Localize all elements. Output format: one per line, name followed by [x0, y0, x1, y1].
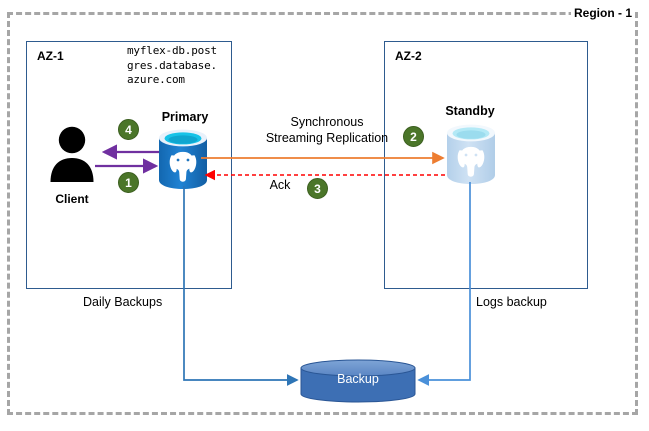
- step-badge-1: 1: [118, 172, 139, 193]
- step-badge-3: 3: [307, 178, 328, 199]
- logs-backup-label: Logs backup: [476, 295, 547, 309]
- client-user-icon: [49, 126, 95, 182]
- client-label: Client: [55, 192, 89, 206]
- backup-storage-icon: [300, 359, 416, 403]
- standby-postgres-database-icon: [444, 123, 498, 185]
- primary-node-title: Primary: [161, 110, 209, 124]
- step-badge-2: 2: [403, 126, 424, 147]
- primary-postgres-database-icon: [156, 128, 210, 190]
- availability-zone-2-label: AZ-2: [395, 49, 422, 63]
- replication-label-line2: Streaming Replication: [265, 131, 389, 145]
- availability-zone-2-box: AZ-2: [384, 41, 588, 289]
- replication-label: Synchronous Streaming Replication: [238, 114, 416, 146]
- database-endpoint-dns: myflex-db.postgres.database.azure.com: [127, 44, 217, 86]
- replication-label-line1: Synchronous: [290, 115, 364, 129]
- availability-zone-1-box: AZ-1: [26, 41, 232, 289]
- step-badge-4: 4: [118, 119, 139, 140]
- ack-label: Ack: [269, 178, 291, 192]
- region-boundary: [7, 12, 638, 415]
- standby-node-title: Standby: [445, 104, 495, 118]
- daily-backups-label: Daily Backups: [83, 295, 163, 309]
- availability-zone-1-label: AZ-1: [37, 49, 64, 63]
- region-label: Region - 1: [570, 6, 635, 20]
